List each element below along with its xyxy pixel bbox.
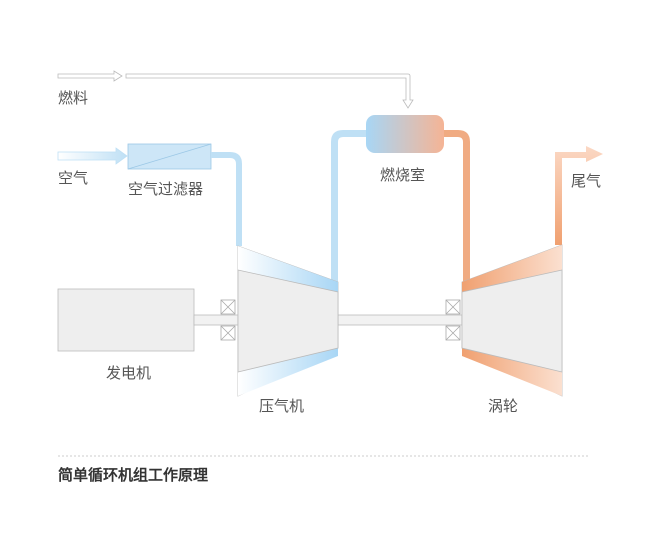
main-shaft bbox=[337, 314, 463, 326]
exhaust-pipe bbox=[555, 146, 603, 245]
bearing-left bbox=[220, 299, 236, 341]
fuel-line bbox=[57, 70, 414, 109]
combustor bbox=[366, 115, 444, 153]
compressor-label: 压气机 bbox=[259, 397, 304, 415]
filter-to-compressor-pipe bbox=[211, 152, 242, 246]
bearing-right bbox=[445, 299, 461, 341]
air-filter-label: 空气过滤器 bbox=[128, 180, 203, 198]
combustor-to-turbine-pipe bbox=[444, 130, 470, 282]
compressor bbox=[237, 245, 339, 397]
compressor-to-combustor-pipe bbox=[331, 130, 366, 282]
combustor-label: 燃烧室 bbox=[380, 166, 425, 184]
exhaust-label: 尾气 bbox=[571, 172, 601, 190]
generator-shaft bbox=[193, 314, 239, 326]
diagram-caption: 简单循环机组工作原理 bbox=[58, 466, 208, 484]
generator-label: 发电机 bbox=[106, 364, 151, 382]
generator bbox=[57, 288, 195, 352]
turbine bbox=[461, 244, 563, 397]
air-label: 空气 bbox=[58, 169, 88, 187]
turbine-label: 涡轮 bbox=[488, 397, 518, 415]
air-inlet-arrow bbox=[57, 147, 128, 165]
fuel-label: 燃料 bbox=[58, 89, 88, 107]
air-filter bbox=[127, 143, 212, 170]
